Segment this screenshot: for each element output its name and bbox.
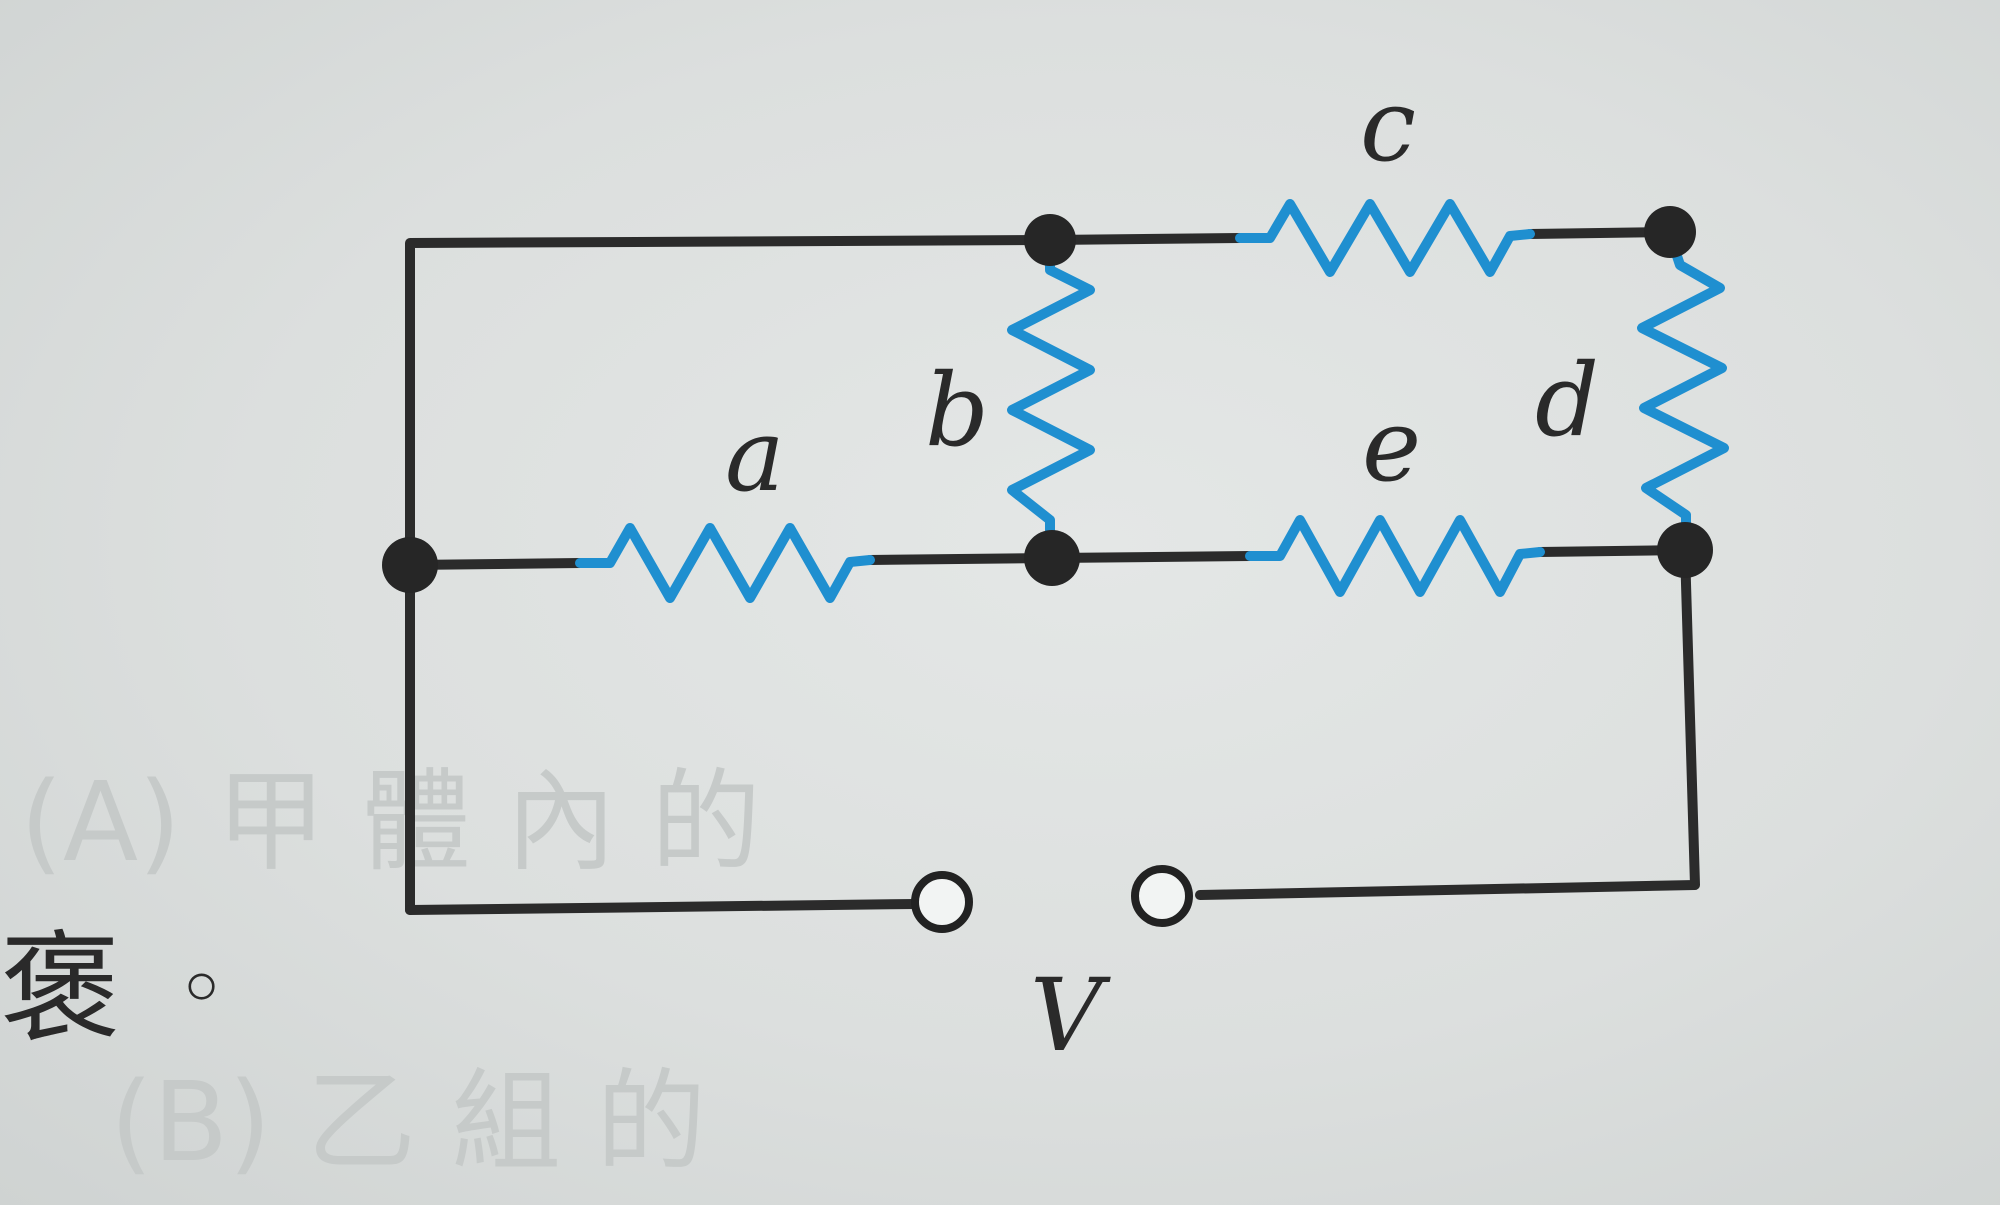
- bleed-through-text-top: (A) 甲 體 內 的: [20, 758, 761, 886]
- wire-top-left: [405, 235, 1055, 915]
- resistor-a: [575, 523, 875, 603]
- wire-center-to-e: [1047, 551, 1255, 563]
- node-top-right: [1644, 206, 1696, 258]
- source-terminals: [911, 865, 1193, 933]
- label-a: a: [725, 397, 785, 514]
- resistor-d: [1637, 245, 1729, 535]
- label-e: e: [1362, 387, 1421, 504]
- page-text-fragment: 褒: [0, 920, 120, 1059]
- label-b: b: [925, 352, 989, 469]
- label-v: V: [1030, 957, 1111, 1074]
- bleed-through-text-bottom: (B) 乙 組 的: [110, 1058, 706, 1186]
- wire-right-down: [1195, 545, 1700, 900]
- node-center: [1024, 530, 1080, 586]
- page-circle-mark: ◦: [175, 937, 228, 1042]
- wire-left-to-a: [405, 558, 585, 570]
- terminal-right: [1131, 865, 1193, 927]
- node-right: [1657, 522, 1713, 578]
- label-c: c: [1360, 67, 1416, 184]
- label-d: d: [1535, 342, 1599, 459]
- resistor-b: [1007, 250, 1095, 540]
- wire-a-to-center: [865, 553, 1057, 565]
- wire-bottom-left: [405, 899, 920, 915]
- node-top-center: [1024, 214, 1076, 266]
- terminal-left: [911, 871, 973, 933]
- resistors: [575, 199, 1729, 603]
- wires: [405, 227, 1700, 915]
- resistor-c: [1235, 199, 1535, 277]
- node-left: [382, 537, 438, 593]
- nodes: [382, 206, 1713, 593]
- resistor-e: [1245, 515, 1545, 597]
- wire-top-to-c: [1045, 233, 1245, 245]
